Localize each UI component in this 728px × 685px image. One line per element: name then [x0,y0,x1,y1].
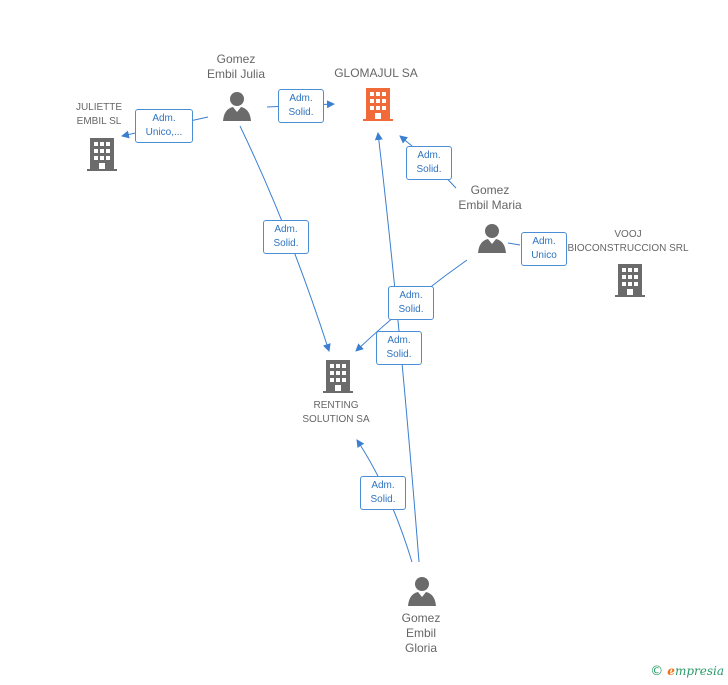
edge-label-julia-renting[interactable]: Adm. Solid. [263,220,309,254]
edge-label-line-1: Adm. [399,290,423,301]
edge-label-maria-renting[interactable]: Adm. Solid. [388,286,434,320]
copyright-symbol: © [650,664,664,679]
maria-label-line-1: Gomez [470,183,510,197]
edge-label-line-2: Solid. [398,304,424,315]
edge-label-julia-glomajul[interactable]: Adm. Solid. [278,89,324,123]
julia-label-line-1: Gomez [216,52,256,66]
edge-label-maria-glomajul[interactable]: Adm. Solid. [406,146,452,180]
edge-label-line-1: Adm. [387,335,411,346]
edge-label-line-1: Adm. [371,480,395,491]
juliette-label-line-1: JULIETTE [75,102,123,113]
edge-label-julia-juliette[interactable]: Adm. Unico,... [135,109,193,143]
vooj-label-line-2: BIOCONSTRUCCION SRL [567,243,689,254]
juliette-label[interactable]: JULIETTE EMBIL SL [76,101,122,129]
edge-label-line-2: Solid. [288,107,314,118]
glomajul-label-line: GLOMAJUL SA [334,66,418,80]
renting-label[interactable]: RENTING SOLUTION SA [302,399,369,427]
gloria-label[interactable]: Gomez Embil Gloria [402,611,441,656]
renting-building-icon[interactable] [322,358,354,394]
gloria-label-line-2: Embil [405,626,436,640]
julia-person-icon[interactable] [222,90,252,122]
maria-person-icon[interactable] [477,222,507,254]
vooj-label[interactable]: VOOJ BIOCONSTRUCCION SRL [567,228,688,256]
gloria-label-line-1: Gomez [401,611,441,625]
vooj-building-icon[interactable] [614,262,646,298]
edge-label-line-2: Solid. [386,349,412,360]
vooj-label-line-1: VOOJ [614,229,642,240]
edge-label-line-1: Adm. [274,224,298,235]
brand-e-letter: e [667,664,675,678]
juliette-building-icon[interactable] [86,136,118,172]
edge-label-line-2: Solid. [416,164,442,175]
edge-label-line-2: Unico [531,250,557,261]
glomajul-label[interactable]: GLOMAJUL SA [334,66,418,81]
edge-label-line-1: Adm. [532,236,556,247]
edge-label-line-1: Adm. [417,150,441,161]
edge-label-line-2: Unico,... [145,127,183,138]
glomajul-building-icon[interactable] [362,86,394,122]
gloria-label-line-3: Gloria [404,641,437,655]
edge-label-gloria-glomajul[interactable]: Adm. Solid. [376,331,422,365]
julia-label[interactable]: Gomez Embil Julia [207,52,265,82]
brand-name: mpresia [674,664,724,678]
gloria-person-icon[interactable] [407,575,437,607]
edge-label-gloria-renting[interactable]: Adm. Solid. [360,476,406,510]
edge-maria-vooj [507,242,521,246]
juliette-label-line-2: EMBIL SL [76,116,122,127]
renting-label-line-2: SOLUTION SA [302,414,370,425]
edge-label-line-1: Adm. [152,113,176,124]
maria-label[interactable]: Gomez Embil Maria [458,183,521,213]
edge-label-line-2: Solid. [273,238,299,249]
empresia-logo[interactable]: ©empresia [650,664,724,679]
julia-label-line-2: Embil Julia [206,67,266,81]
edge-label-line-2: Solid. [370,494,396,505]
maria-label-line-2: Embil Maria [458,198,522,212]
renting-label-line-1: RENTING [313,400,359,411]
edge-label-maria-vooj[interactable]: Adm. Unico [521,232,567,266]
edge-label-line-1: Adm. [289,93,313,104]
